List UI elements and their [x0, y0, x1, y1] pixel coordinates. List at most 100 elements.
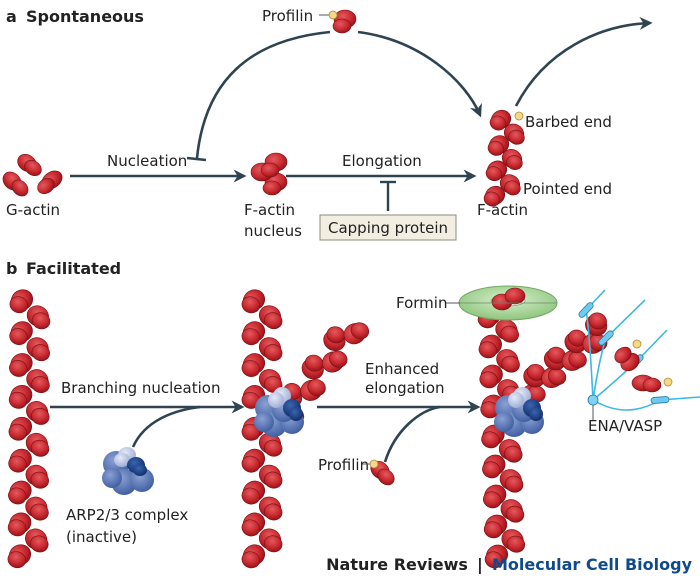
footer-separator: |	[477, 555, 483, 575]
panel-b-letter: b	[6, 259, 17, 278]
actin-subunit	[30, 471, 49, 489]
actin-subunit	[31, 312, 51, 330]
ena-vasp-arm	[592, 396, 700, 411]
actin-subunit	[329, 350, 348, 368]
actin-subunit	[241, 455, 260, 473]
barbed-end-label: Barbed end	[525, 113, 612, 131]
footer-journal: Nature Reviews	[326, 555, 468, 574]
f-actin-filament-a	[483, 109, 525, 207]
arp23-subunit	[268, 392, 284, 408]
actin-subunit	[9, 296, 28, 314]
actin-subunit	[241, 551, 260, 569]
ena-vasp-label: ENA/VASP	[588, 417, 662, 435]
arp23-subunit	[529, 407, 543, 421]
actin-subunit	[307, 379, 326, 396]
pointed-end-label: Pointed end	[523, 180, 612, 198]
capping-protein-label: Capping protein	[328, 219, 448, 237]
actin-subunit	[264, 312, 283, 330]
actin-subunit	[485, 166, 503, 182]
actin-subunit	[482, 491, 502, 509]
actin-subunit	[8, 487, 27, 505]
profilin-actin-complex-a	[328, 9, 357, 34]
actin-subunit	[264, 535, 283, 553]
inhibition-arc	[195, 30, 331, 159]
profilin-actin-complex-b	[369, 459, 395, 486]
actin-subunit	[7, 551, 26, 569]
actin-subunit	[501, 355, 520, 373]
actin-subunit	[504, 445, 523, 463]
footer-section: Molecular Cell Biology	[492, 555, 693, 574]
actin-subunit	[505, 505, 525, 523]
elongation-label: Elongation	[342, 152, 422, 170]
actin-subunit	[30, 503, 49, 521]
actin-subunit	[489, 115, 507, 131]
g-actin-monomers	[2, 153, 63, 197]
profilin-actin-near-vasp-2	[631, 374, 673, 393]
panel-a-title: Spontaneous	[26, 7, 144, 26]
actin-subunit	[264, 439, 283, 457]
panel-a-letter: a	[6, 7, 17, 26]
actin-subunit	[508, 129, 525, 145]
actin-subunit	[478, 341, 497, 359]
actin-subunit	[8, 423, 27, 441]
actin-subunit	[483, 191, 501, 207]
actin-subunit	[506, 155, 523, 170]
arp23-subunit	[494, 412, 514, 432]
actin-subunit	[241, 423, 260, 441]
f-actin-nucleus-label-1: F-actin	[244, 201, 295, 219]
formin-label: Formin	[396, 294, 447, 312]
actin-subunit	[506, 535, 526, 553]
actin-subunit	[9, 360, 28, 377]
actin-subunit	[500, 325, 519, 343]
profilin-icon	[369, 459, 379, 469]
actin-subunit	[241, 519, 260, 537]
arp23-complex-active-icon	[254, 387, 304, 437]
actin-subunit	[479, 371, 498, 389]
actin-subunit	[241, 296, 260, 314]
actin-subunit	[241, 328, 260, 346]
actin-subunit	[9, 328, 28, 345]
arp23-subunit	[289, 407, 303, 421]
arp23-complex-inactive-icon	[102, 447, 154, 495]
capping-protein-box	[319, 214, 457, 241]
profilin-to-barbed-arrow	[357, 30, 482, 118]
ena-vasp-icon	[578, 289, 700, 420]
actin-subunit	[264, 503, 283, 521]
formin-icon	[458, 285, 558, 321]
profilin-label-a: Profilin	[262, 7, 313, 25]
barbed-end-profilin-icon	[514, 111, 524, 121]
f-actin-label: F-actin	[477, 201, 528, 219]
inhibition-bar-icon	[186, 156, 207, 162]
actin-subunit	[304, 354, 324, 372]
actin-subunit	[482, 461, 501, 479]
ena-vasp-domain	[578, 302, 594, 318]
actin-subunit	[8, 455, 27, 473]
actin-subunit	[504, 180, 521, 196]
actin-subunit	[350, 322, 370, 340]
actin-subunit	[31, 408, 50, 425]
actin-subunit	[504, 475, 524, 493]
actin-subunit	[7, 519, 27, 537]
actin-subunit	[8, 391, 28, 409]
actin-subunit	[326, 326, 345, 344]
actin-subunit	[264, 471, 283, 489]
actin-subunit	[31, 376, 50, 393]
actin-subunit	[484, 551, 504, 569]
ena-vasp-domain	[650, 396, 670, 404]
actin-subunit	[481, 431, 500, 449]
arp23-label-1: ARP2/3 complex	[66, 506, 188, 524]
branching-nucleation-label: Branching nucleation	[61, 379, 220, 397]
profilin-icon	[328, 10, 338, 20]
barbed-end-release-arrow	[514, 16, 653, 107]
profilin-join-curve	[383, 405, 441, 463]
actin-subunit	[30, 439, 50, 457]
actin-subunit	[30, 535, 49, 553]
actin-subunit	[241, 360, 260, 377]
enhanced-label-1: Enhanced	[365, 360, 439, 378]
arp-activation-curve	[131, 405, 201, 448]
mother-filament-left	[7, 289, 51, 569]
g-actin-label: G-actin	[6, 201, 60, 219]
arp23-subunit	[254, 412, 274, 432]
ena-vasp-domain	[598, 330, 614, 346]
actin-subunit	[483, 521, 503, 539]
